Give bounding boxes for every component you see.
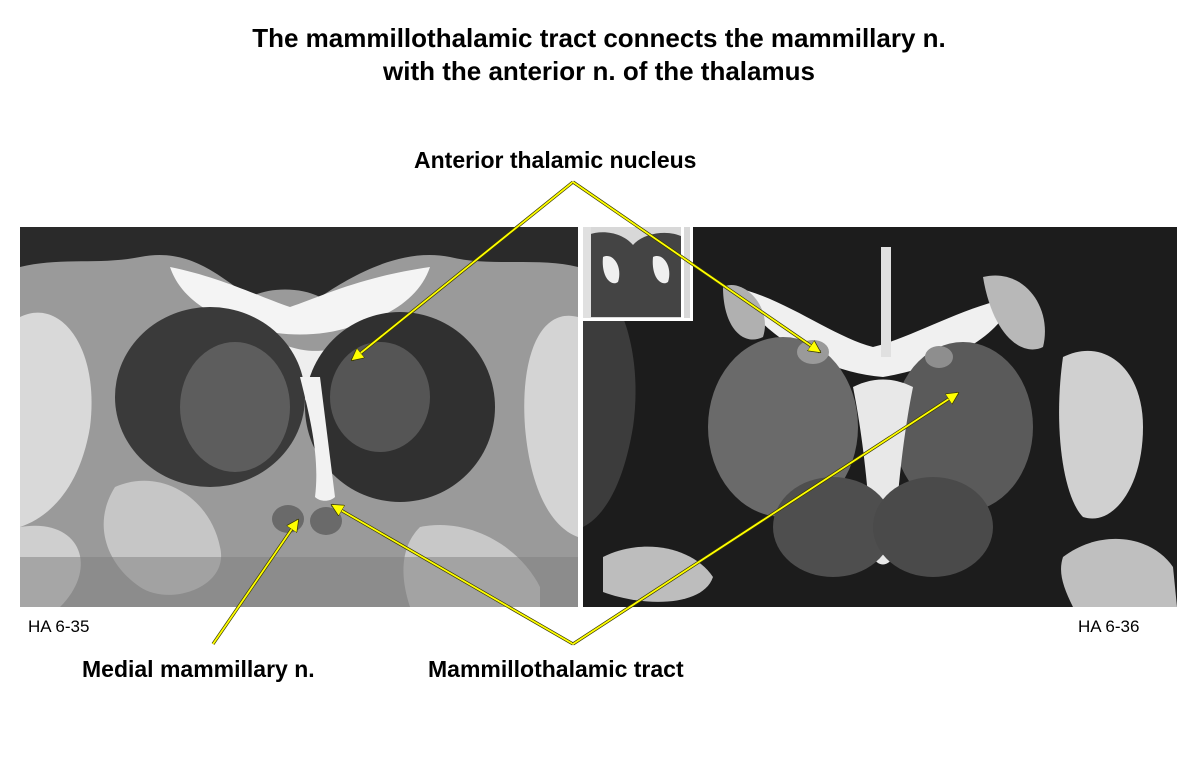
histology-section-left (20, 227, 578, 607)
left-section-image (20, 227, 578, 607)
slide-code-left: HA 6-35 (28, 617, 90, 636)
figure-title: The mammillothalamic tract connects the … (0, 22, 1198, 88)
inset-brain-overview (583, 227, 690, 318)
title-line-1: The mammillothalamic tract connects the … (252, 23, 946, 53)
title-line-2: with the anterior n. of the thalamus (383, 56, 815, 86)
histology-section-right (583, 227, 1177, 607)
inset-thumbnail (583, 227, 693, 321)
label-mammillothalamic-tract: Mammillothalamic tract (428, 656, 684, 682)
slide-code-right: HA 6-36 (1078, 617, 1140, 636)
label-anterior-thalamic-nucleus: Anterior thalamic nucleus (414, 147, 697, 173)
label-medial-mammillary-n: Medial mammillary n. (82, 656, 315, 682)
